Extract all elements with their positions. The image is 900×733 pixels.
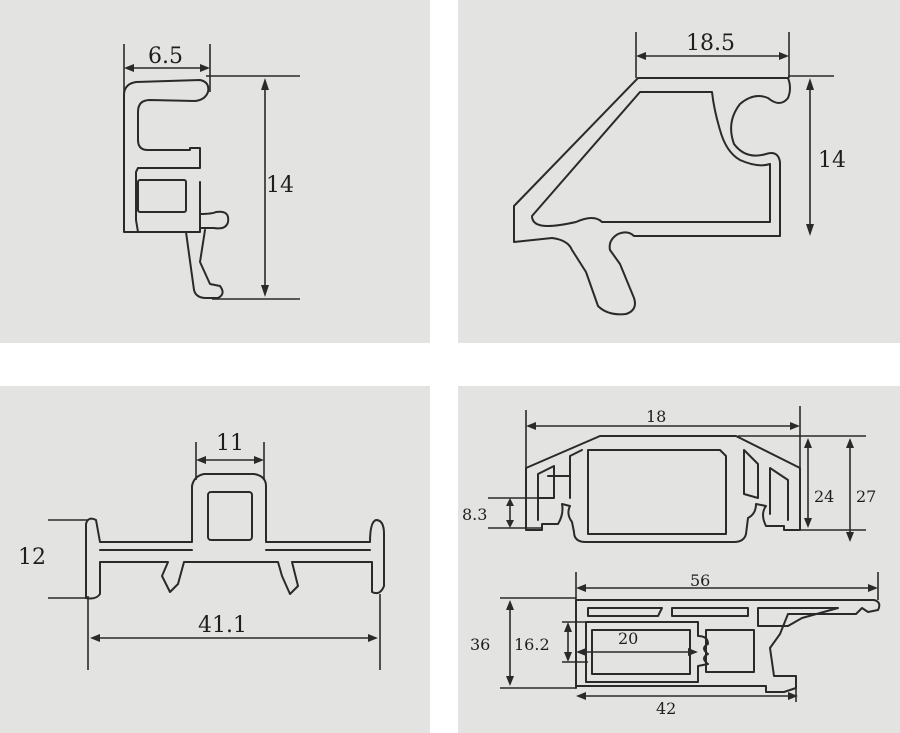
profile-a-panel: 6.5 14 [0,0,430,343]
profile-a-outline [123,79,210,233]
profile-de-panel: 18 8.3 24 27 56 36 16.2 20 42 [458,386,900,733]
profile-c-top-label: 11 [216,431,244,456]
profile-c-height-label: 12 [18,545,46,570]
profile-e-outline [575,599,881,693]
profile-a-drawing: 6.5 14 [123,44,300,300]
profile-c-width-label: 41.1 [198,613,247,638]
profile-d-width-label: 18 [646,407,666,426]
profile-de-drawing: 18 8.3 24 27 56 36 16.2 20 42 [462,406,881,718]
profile-b-outline [513,77,791,316]
profile-a-height-label: 14 [266,173,294,198]
profile-e-inner-w-label: 20 [618,629,638,648]
profile-d-outline [525,435,801,543]
profile-e-bottom-label: 42 [656,699,676,718]
profile-c-drawing: 11 12 41.1 [18,431,385,670]
profile-a-width-label: 6.5 [148,44,183,69]
profile-d-h1-label: 8.3 [462,505,487,524]
profile-e-inner-h-label: 16.2 [514,635,550,654]
profile-a-chamber [137,179,187,213]
profile-b-height-label: 14 [818,148,846,173]
profile-b-width-label: 18.5 [686,31,735,56]
profile-d-h2-label: 24 [814,487,834,506]
profile-e-height-label: 36 [470,635,490,654]
profile-c-panel: 11 12 41.1 [0,386,430,733]
profile-b-panel: 18.5 14 [458,0,900,343]
profile-c-outline [85,473,385,600]
profile-d-h3-label: 27 [856,487,876,506]
profile-c-chamber [207,491,253,541]
profile-b-drawing: 18.5 14 [513,31,846,316]
profile-e-width-label: 56 [690,571,710,590]
